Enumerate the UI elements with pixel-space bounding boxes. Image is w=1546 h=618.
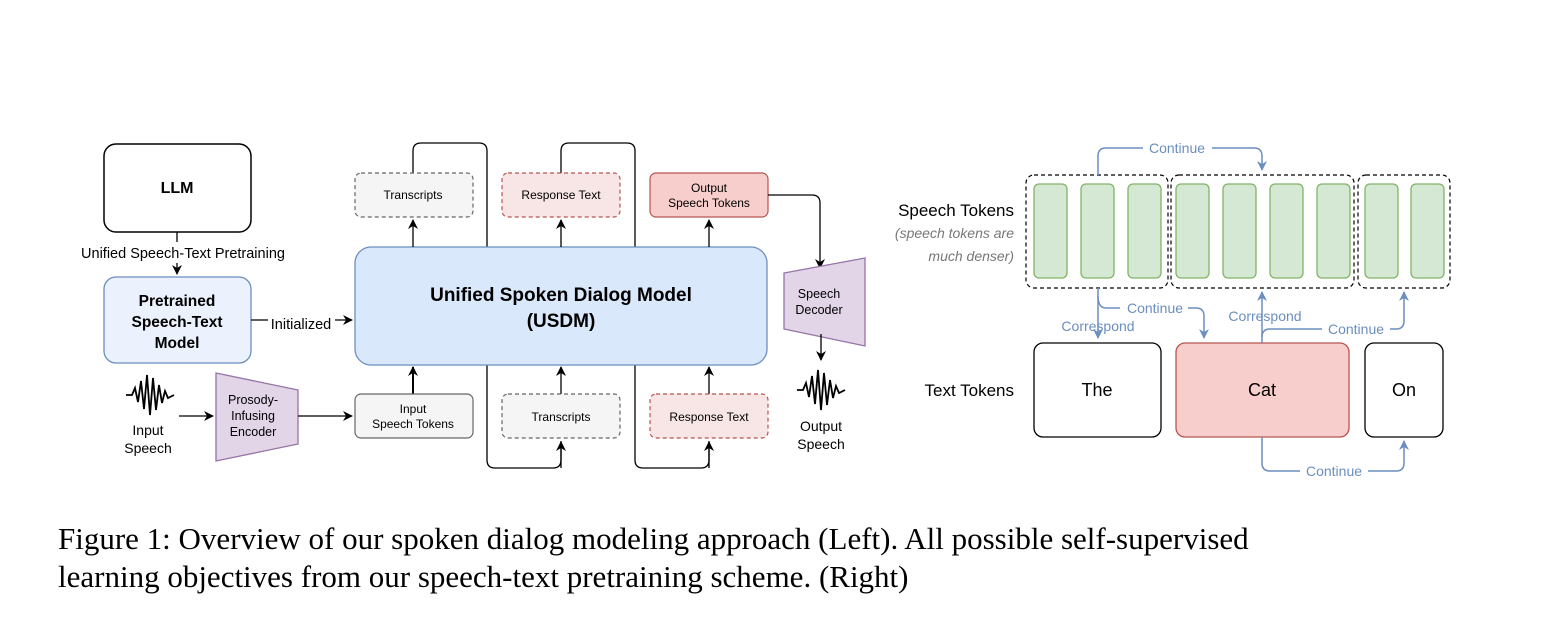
input-tokens-line2: Speech Tokens bbox=[372, 417, 454, 431]
speech-decoder-line2: Decoder bbox=[795, 303, 842, 317]
speech-token bbox=[1364, 183, 1399, 279]
output-tokens-line1: Output bbox=[691, 181, 728, 195]
usdm-line2: (USDM) bbox=[527, 311, 596, 332]
caption-line2: learning objectives from our speech-text… bbox=[58, 559, 909, 594]
input-speech-line1: Input bbox=[132, 422, 163, 438]
encoder-line2: Infusing bbox=[231, 409, 275, 423]
continue-label-mid-left: Continue bbox=[1127, 300, 1183, 316]
llm-label: LLM bbox=[161, 180, 194, 197]
output-speech-line2: Speech bbox=[797, 436, 844, 452]
usdm-box: Unified Spoken Dialog Model (USDM) bbox=[354, 246, 768, 366]
top-transcripts-label: Transcripts bbox=[384, 188, 443, 202]
pretraining-label: Unified Speech-Text Pretraining bbox=[81, 246, 285, 262]
correspond-label-left: Correspond bbox=[1061, 318, 1134, 334]
speech-token bbox=[1410, 183, 1445, 279]
pretrained-model-line3: Model bbox=[155, 335, 200, 352]
speech-tokens-note-line1: (speech tokens are bbox=[895, 225, 1014, 241]
bottom-transcripts-box: Transcripts bbox=[501, 393, 621, 439]
bottom-transcripts-label: Transcripts bbox=[532, 410, 591, 424]
initialized-label: Initialized bbox=[271, 317, 331, 333]
speech-token bbox=[1127, 183, 1162, 279]
top-response-box: Response Text bbox=[501, 172, 621, 218]
text-token-on-label: On bbox=[1392, 380, 1416, 400]
top-transcripts-box: Transcripts bbox=[354, 172, 474, 218]
pretrained-model-box: Pretrained Speech-Text Model bbox=[103, 276, 252, 364]
bottom-response-box: Response Text bbox=[649, 393, 769, 439]
speech-token bbox=[1033, 183, 1068, 279]
bottom-response-label: Response Text bbox=[669, 410, 749, 424]
pretrained-model-line2: Speech-Text bbox=[131, 314, 222, 331]
speech-token bbox=[1080, 183, 1115, 279]
caption-line1: Figure 1: Overview of our spoken dialog … bbox=[58, 521, 1249, 556]
input-tokens-box: Input Speech Tokens bbox=[354, 393, 474, 439]
speech-tokens-note-line2: much denser) bbox=[928, 248, 1014, 264]
speech-group-cat bbox=[1170, 174, 1355, 289]
usdm-line1: Unified Spoken Dialog Model bbox=[430, 285, 692, 306]
llm-box: LLM bbox=[103, 143, 252, 233]
text-token-cat-label: Cat bbox=[1248, 380, 1276, 400]
continue-label-top: Continue bbox=[1149, 140, 1205, 156]
prosody-encoder: Prosody- Infusing Encoder bbox=[215, 372, 299, 462]
input-waveform-icon bbox=[126, 374, 175, 416]
text-token-cat: Cat bbox=[1175, 342, 1350, 438]
speech-decoder-line1: Speech bbox=[798, 287, 840, 301]
speech-token bbox=[1316, 183, 1351, 279]
continue-label-mid-right: Continue bbox=[1328, 321, 1384, 337]
output-waveform-icon bbox=[797, 369, 846, 411]
top-response-label: Response Text bbox=[521, 188, 601, 202]
speech-group-the bbox=[1025, 174, 1169, 289]
input-speech-line2: Speech bbox=[124, 440, 171, 456]
encoder-line1: Prosody- bbox=[228, 393, 278, 407]
pretrained-model-line1: Pretrained bbox=[139, 293, 216, 310]
speech-group-on bbox=[1357, 174, 1451, 289]
correspond-label-right: Correspond bbox=[1228, 308, 1301, 324]
text-token-on: On bbox=[1364, 342, 1444, 438]
figure-caption: Figure 1: Overview of our spoken dialog … bbox=[58, 520, 1498, 596]
text-token-the-label: The bbox=[1081, 380, 1112, 400]
output-tokens-line2: Speech Tokens bbox=[668, 196, 750, 210]
output-speech-line1: Output bbox=[800, 418, 842, 434]
continue-label-bottom: Continue bbox=[1306, 463, 1362, 479]
speech-token-bars bbox=[1033, 183, 1445, 279]
text-tokens-label: Text Tokens bbox=[925, 381, 1014, 400]
encoder-line3: Encoder bbox=[230, 425, 277, 439]
input-tokens-line1: Input bbox=[400, 402, 427, 416]
speech-tokens-label: Speech Tokens bbox=[898, 201, 1014, 220]
speech-token bbox=[1222, 183, 1257, 279]
speech-token bbox=[1269, 183, 1304, 279]
speech-token bbox=[1175, 183, 1210, 279]
blue-connectors bbox=[1093, 147, 1409, 472]
speech-decoder: Speech Decoder bbox=[783, 257, 866, 347]
output-tokens-box: Output Speech Tokens bbox=[649, 172, 769, 218]
text-token-the: The bbox=[1033, 342, 1162, 438]
